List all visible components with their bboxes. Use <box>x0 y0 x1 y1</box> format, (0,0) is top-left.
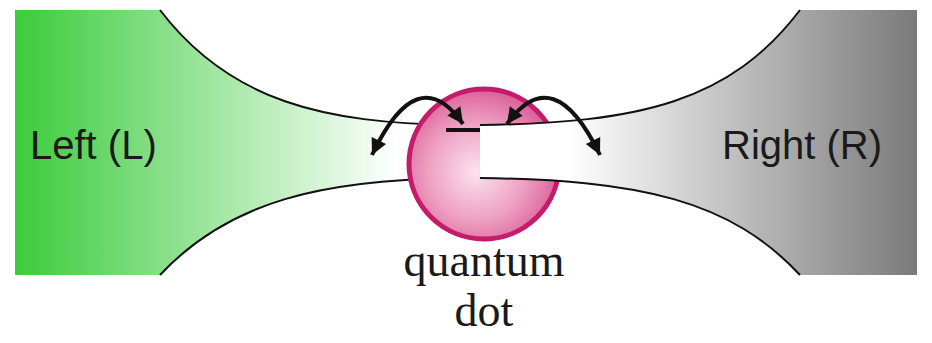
node-label: quantum dot <box>384 236 584 336</box>
node-label: Left (L) <box>30 122 250 168</box>
left-lead: Left (L) <box>15 10 455 275</box>
node-label: Right (R) <box>722 122 914 168</box>
tunneling-arrow <box>372 98 463 155</box>
tunneling-arrow <box>507 98 600 155</box>
